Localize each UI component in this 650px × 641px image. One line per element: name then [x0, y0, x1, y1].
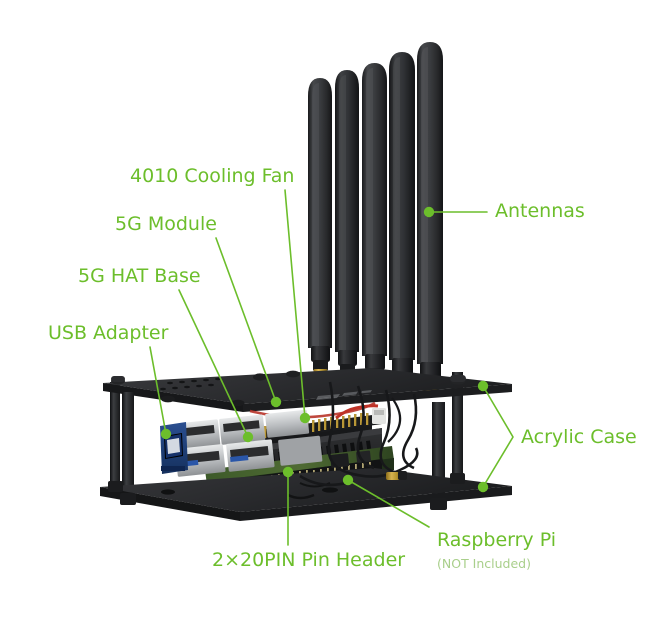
leader-dot-acrylic-case — [477, 481, 489, 493]
leader-line-module-5g — [215, 237, 277, 403]
antenna-cables — [299, 381, 419, 487]
leader-line-acrylic-case — [482, 385, 514, 488]
callout-label-5g-module[interactable]: 5G Module — [115, 213, 217, 235]
leader-dot-pin-header — [282, 466, 294, 478]
leader-dot-raspberry-pi — [342, 474, 354, 486]
leader-dot-acrylic-case — [477, 380, 489, 392]
antenna-1 — [308, 78, 332, 376]
case-posts-back — [110, 372, 463, 482]
callout-label-antennas[interactable]: Antennas — [495, 200, 585, 222]
callout-label-raspberry-pi[interactable]: Raspberry Pi — [437, 529, 557, 551]
case-structure-front — [100, 392, 512, 521]
antenna-cable-connectors — [386, 471, 407, 480]
antenna-4 — [389, 52, 415, 389]
leader-dot-cooling-fan — [299, 412, 311, 424]
leader-dot-antennas — [423, 206, 435, 218]
leader-dot-hat-base-5g — [242, 431, 254, 443]
callout-label-cooling-fan[interactable]: 4010 Cooling Fan — [130, 165, 295, 187]
antenna-2 — [335, 70, 359, 380]
standoff-knobs — [111, 370, 466, 407]
leader-line-hat-base-5g — [178, 289, 249, 438]
leader-dot-usb-adapter — [160, 428, 172, 440]
leader-line-usb-adapter — [149, 346, 167, 435]
callout-label-pin-header[interactable]: 2×20PIN Pin Header — [212, 549, 406, 571]
callout-sublabel-not-included: (NOT Included) — [437, 556, 531, 571]
leader-line-cooling-fan — [284, 189, 306, 419]
acrylic-top-plate — [103, 368, 512, 419]
callout-label-usb-adapter[interactable]: USB Adapter — [48, 322, 169, 344]
callout-label-5g-hat-base[interactable]: 5G HAT Base — [78, 265, 201, 287]
acrylic-bottom-plate — [100, 468, 512, 512]
callout-label-acrylic-case[interactable]: Acrylic Case — [521, 426, 637, 448]
leader-line-raspberry-pi — [347, 479, 430, 528]
leader-dot-module-5g — [270, 396, 282, 408]
